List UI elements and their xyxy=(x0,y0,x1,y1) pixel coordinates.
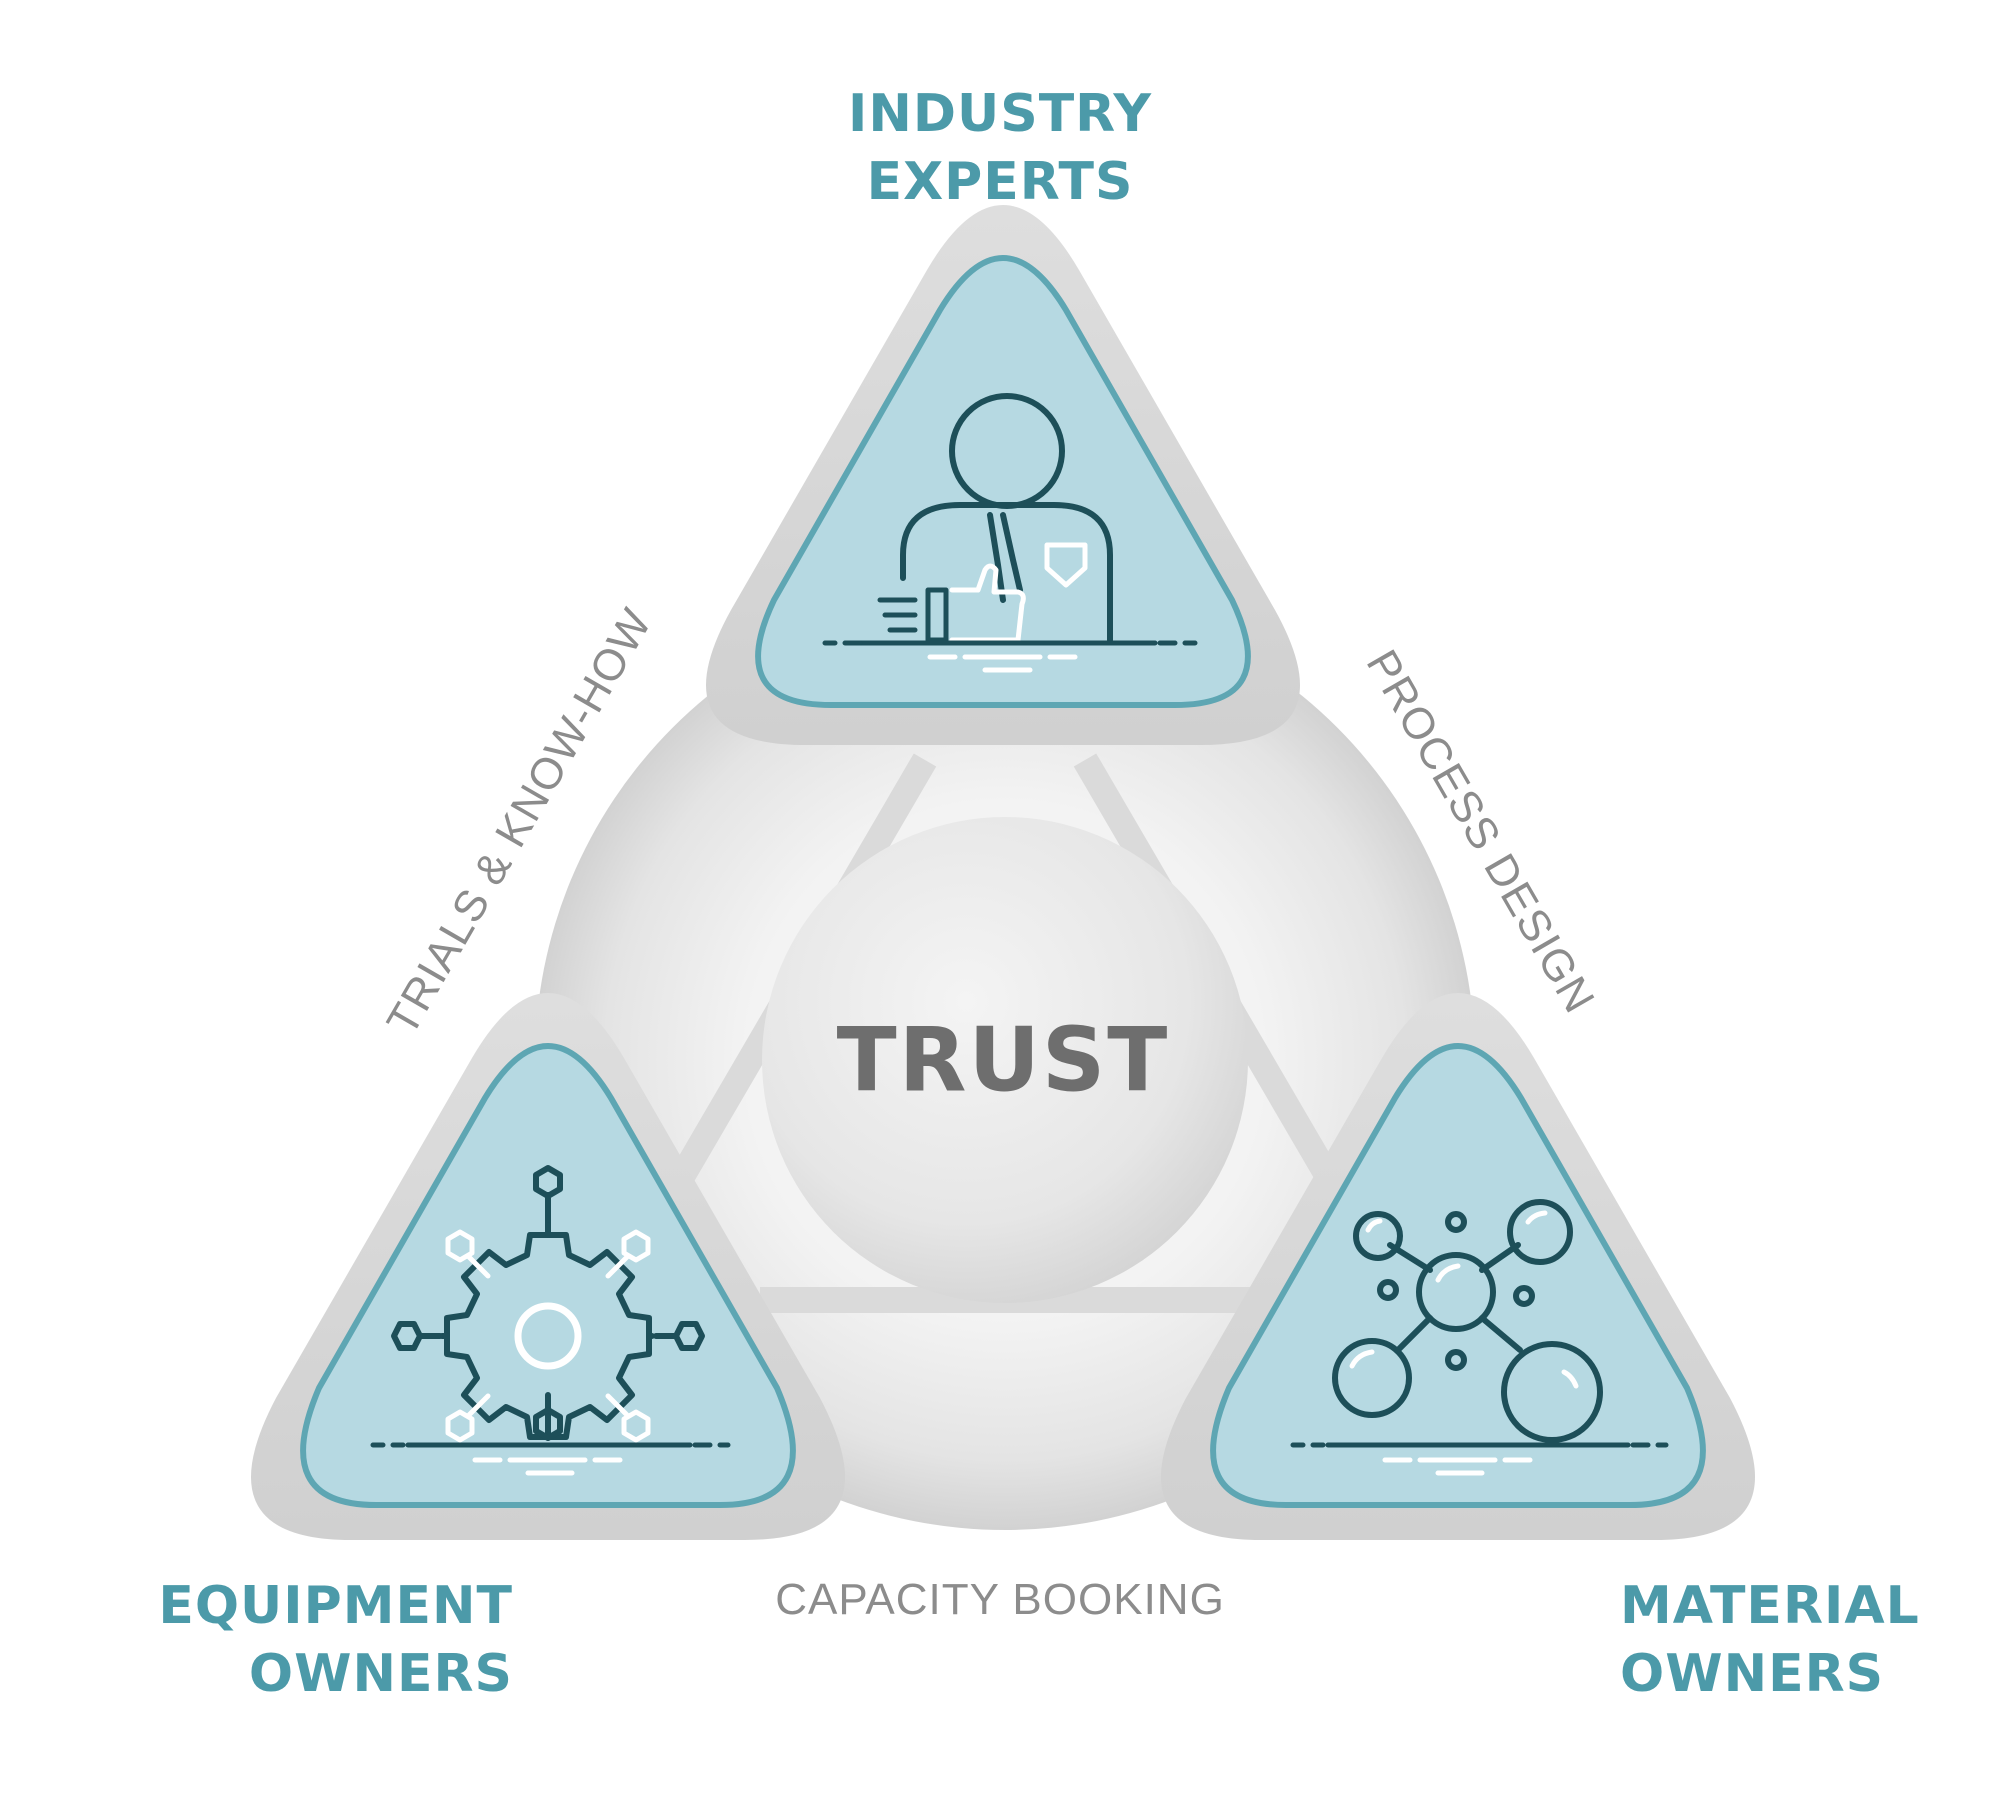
industry-experts-label: INDUSTRY EXPERTS xyxy=(700,80,1300,216)
equipment-owners-label: EQUIPMENT OWNERS xyxy=(100,1572,513,1708)
industry-experts-label-line2: EXPERTS xyxy=(866,152,1134,212)
gear-network-icon xyxy=(370,1165,731,1476)
businessman-thumbs-up-icon xyxy=(822,393,1198,673)
material-owners-label-line2: OWNERS xyxy=(1620,1644,1885,1704)
equipment-owners-panel xyxy=(300,1043,796,1508)
trust-sphere xyxy=(762,817,1248,1303)
equipment-owners-label-line1: EQUIPMENT xyxy=(158,1576,513,1636)
industry-experts-panel xyxy=(755,255,1251,708)
equipment-owners-label-line2: OWNERS xyxy=(248,1644,513,1704)
industry-experts-label-line1: INDUSTRY xyxy=(847,84,1153,144)
center-trust-label: TRUST xyxy=(836,1008,1170,1112)
edge-label-capacity-booking: CAPACITY BOOKING xyxy=(775,1575,1225,1624)
equipment-owners-node xyxy=(251,993,845,1540)
material-owners-node xyxy=(1161,993,1755,1540)
industry-experts-node xyxy=(706,205,1300,745)
material-owners-label: MATERIAL OWNERS xyxy=(1620,1572,2000,1708)
molecule-icon xyxy=(1290,1199,1669,1476)
material-owners-label-line1: MATERIAL xyxy=(1620,1576,1920,1636)
